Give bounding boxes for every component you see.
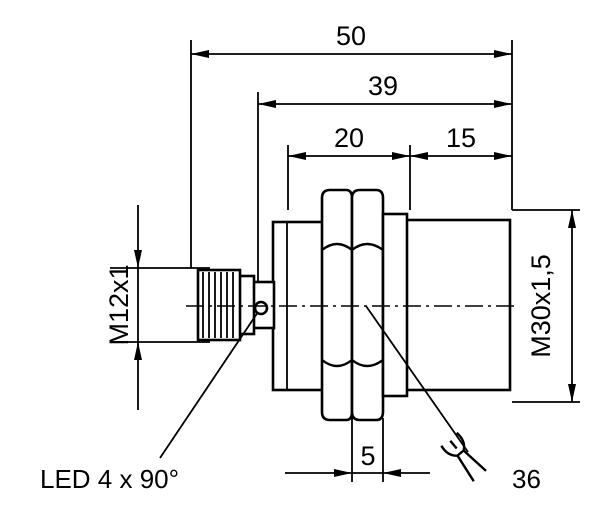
dimension-label-thread: 20 [334,123,364,153]
dimension-label-front: 15 [446,123,476,153]
thread-section [381,212,409,398]
led-indicator [253,300,269,316]
housing-thread-label: M30x1,5 [526,254,556,358]
nut-thickness-label: 5 [360,441,375,471]
wrench-size-label: 36 [512,464,541,494]
sensor-body [196,188,512,422]
dimension-overall-length: 50 [191,21,512,58]
extension-lines [110,40,580,482]
connector-thread-label: M12x1 [104,264,134,345]
dimension-label-housing: 39 [368,71,398,101]
wrench-callout: 36 [365,305,541,494]
wrench-icon [440,431,487,482]
hex-nut-left [320,188,354,422]
front-housing [402,218,512,392]
hex-nut-right [350,188,385,422]
dimension-label-overall: 50 [336,21,366,51]
dimension-thread-length: 20 [288,123,410,160]
led-callout-label: LED 4 x 90° [40,464,179,494]
dimension-connector-thread: M12x1 [104,205,142,410]
dimension-nut-thickness: 5 [285,441,430,477]
led-callout: LED 4 x 90° [40,311,259,494]
dimension-front-length: 15 [410,123,512,160]
dimension-housing-length: 39 [258,71,512,108]
dimension-housing-thread: M30x1,5 [526,210,576,402]
